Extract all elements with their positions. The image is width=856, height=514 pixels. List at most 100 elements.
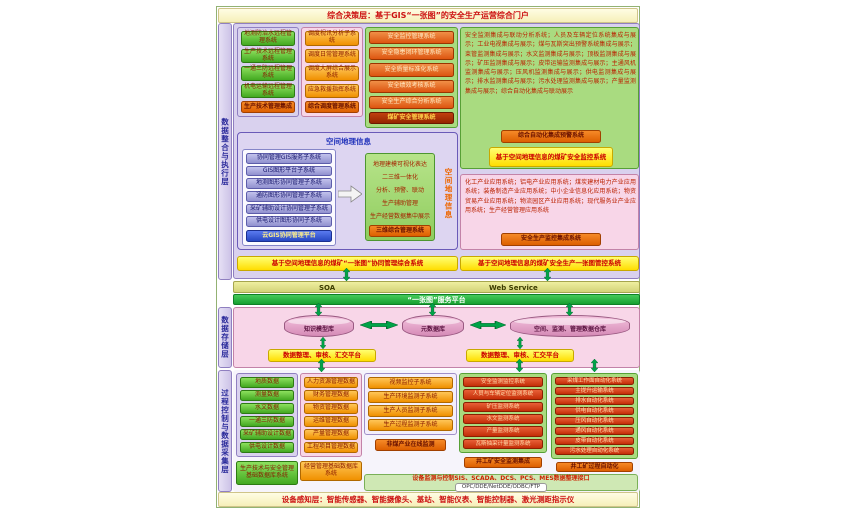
system-box: 人员与车辆定位监测系统 — [463, 389, 543, 400]
integration-layer-section: 地测防治水远程管理系统生产技术远程管理系统一通三防远程管理系统机电运输远程管理系… — [233, 23, 640, 279]
system-box: 供电自动化系统 — [555, 406, 634, 416]
process-layer-section: 地质数据测量数据水文数据一通三防数据采矿辅助设计数据供电设计数据 生产技术与安全… — [233, 370, 640, 492]
flow-arrow-vertical — [320, 337, 326, 349]
dispatch-panel: 调度视讯分析子系统调度日常管理系统调度大屏综合展示系统应急救援指挥系统 综合调度… — [301, 27, 363, 117]
mine-monitoring-list: 安全监测监控系统人员与车辆定位监测系统矿压监测系统水文监测系统产量监测系统瓦斯抽… — [463, 377, 543, 449]
flow-arrow-vertical — [566, 303, 573, 316]
system-box: 瓦斯抽采计量监测系统 — [463, 438, 543, 449]
one-map-service-platform: “一张图”服务平台 — [233, 294, 640, 305]
layer-label-storage: 数据存储层 — [218, 307, 232, 368]
gis-capability-line: 生产经营数据集中展示 — [369, 213, 430, 221]
interface-line1: 设备监测与控制SIS、SCADA、DCS、PCS、MES数据整理接口 — [412, 475, 590, 482]
system-box: 调度日常管理系统 — [305, 48, 359, 63]
system-box: 通防图形协同管理子系统 — [246, 191, 332, 202]
gis-right-list: 地理建模可视化表达二三维一体化分析、预警、联动生产辅助管理生产经营数据集中展示 — [369, 157, 431, 222]
safety-list: 安全监控管理系统安全隐患闭环管理系统安全质量标准化系统安全绩效考核系统安全生产综… — [369, 31, 454, 110]
gis-3d-footer: 三维综合管理系统 — [369, 225, 431, 237]
system-box: 一通三防远程管理系统 — [241, 66, 295, 81]
flow-arrow-horizontal — [360, 321, 398, 329]
data-box: 产量管理数据 — [304, 429, 358, 440]
flow-arrow-vertical — [315, 303, 322, 316]
monitoring-text: 安全监测集成与联动分析系统；人员及车辆定位系统集成与展示；工业电视集成与展示；煤… — [465, 32, 636, 95]
industry-panel: 化工产业应用系统；铝电产业应用系统；煤炭建材电力产业应用系统；装备制造产业应用系… — [460, 174, 639, 250]
system-box: 调度视讯分析子系统 — [305, 31, 359, 46]
system-box: 产量监测系统 — [463, 426, 543, 437]
flow-arrow-vertical — [516, 359, 523, 372]
gis-cloud-platform: 云GIS协同管理平台 — [246, 230, 332, 242]
system-box: 水文监测系统 — [463, 413, 543, 425]
system-box: 安全监测监控系统 — [463, 377, 543, 388]
system-box: 协同管理GIS服务子系统 — [246, 153, 332, 164]
system-box: 安全质量标准化系统 — [369, 63, 454, 77]
system-box: 安全绩效考核系统 — [369, 79, 454, 93]
video-monitoring-panel: 视频监控子系统生产环境监测子系统生产人员监测子系统生产过程监测子系统 — [364, 373, 457, 435]
dispatch-footer: 综合调度管理系统 — [305, 101, 359, 113]
soa-service-bus: SOA Web Service — [233, 281, 640, 293]
base-data-footer: 生产技术与安全管理基础数据库系统 — [236, 461, 298, 485]
system-box: 采煤工作面自动化系统 — [555, 377, 634, 386]
db-label: 空间、监测、管理数据仓库 — [533, 326, 606, 333]
base-data-panel: 地质数据测量数据水文数据一通三防数据采矿辅助设计数据供电设计数据 — [236, 373, 298, 457]
automation-footer: 井工矿过程自动化 — [556, 462, 633, 472]
knowledge-model-db: 知识模型库 — [284, 315, 354, 337]
system-box: 视频监控子系统 — [368, 377, 453, 389]
system-box: 矿压监测系统 — [463, 401, 543, 412]
spatial-monitoring-db: 空间、监测、管理数据仓库 — [510, 315, 630, 337]
system-box: 皮带自动化系统 — [555, 436, 634, 446]
industry-footer: 安全生产监控集成系统 — [501, 233, 601, 246]
base-data-list: 地质数据测量数据水文数据一通三防数据采矿辅助设计数据供电设计数据 — [240, 377, 294, 453]
system-box: 通风自动化系统 — [555, 426, 634, 436]
data-box: 一通三防数据 — [240, 416, 294, 427]
safety-panel: 安全监控管理系统安全隐患闭环管理系统安全质量标准化系统安全绩效考核系统安全生产综… — [365, 27, 458, 128]
monitoring-panel: 安全监测集成与联动分析系统；人员及车辆定位系统集成与展示；工业电视集成与展示；煤… — [460, 27, 639, 169]
gis-right-panel: 地理建模可视化表达二三维一体化分析、预警、联动生产辅助管理生产经营数据集中展示 … — [365, 153, 435, 241]
data-box: 水文数据 — [240, 403, 294, 414]
system-box: 调度大屏综合展示系统 — [305, 66, 359, 81]
system-box: 生产环境监测子系统 — [368, 391, 453, 403]
system-box: 生产过程监测子系统 — [368, 419, 453, 431]
mine-monitoring-panel: 安全监测监控系统人员与车辆定位监测系统矿压监测系统水文监测系统产量监测系统瓦斯抽… — [459, 373, 547, 453]
system-box: 主提升运输系统 — [555, 386, 634, 396]
layer-label-integration: 数据整合与执行层 — [218, 23, 232, 280]
system-box: 机电运输远程管理系统 — [241, 83, 295, 98]
data-box: 供电设计数据 — [240, 442, 294, 453]
flow-arrow-vertical — [591, 359, 598, 372]
production-tech-footer: 生产技术管理集成 — [241, 101, 295, 113]
perception-layer-banner: 设备感知层：智能传感器、智能摄像头、基站、智能仪表、智能控制器、激光测距指示仪 — [218, 492, 638, 507]
safety-footer: 煤矿安全管理系统 — [369, 112, 454, 124]
system-box: 排水自动化系统 — [555, 396, 634, 406]
video-footer: 非煤产业在线监测 — [375, 439, 446, 451]
gis-capability-line: 生产辅助管理 — [381, 200, 418, 208]
storage-layer-section: 知识模型库 元数据库 空间、监测、管理数据仓库 数据整理、审核、汇交平台 数据整… — [233, 307, 640, 368]
flow-arrow-vertical — [429, 303, 436, 316]
architecture-diagram: 综合决策层：基于GIS“一张图”的安全生产运营综合门户 数据整合与执行层 数据存… — [216, 6, 640, 508]
data-box: 地质数据 — [240, 377, 294, 388]
flow-arrow-vertical — [318, 359, 325, 372]
production-tech-panel: 地测防治水远程管理系统生产技术远程管理系统一通三防远程管理系统机电运输远程管理系… — [237, 27, 299, 117]
automation-panel: 采煤工作面自动化系统主提升运输系统排水自动化系统供电自动化系统压风自动化系统通风… — [551, 373, 638, 459]
monitoring-banner: 基于空间地理信息的煤矿安全监控系统 — [489, 147, 613, 167]
system-box: 采矿辅助设计协同管理子系统 — [246, 203, 332, 215]
system-box: 应急救援指挥系统 — [305, 83, 359, 98]
system-box: 地测图形协同管理子系统 — [246, 178, 332, 190]
data-box: 人力资源管理数据 — [304, 377, 358, 388]
data-box: 财务管理数据 — [304, 390, 358, 401]
data-box: 物资管理数据 — [304, 403, 358, 414]
system-box: 生产技术远程管理系统 — [241, 48, 295, 63]
soa-label: SOA — [319, 284, 336, 292]
mgmt-data-panel: 人力资源管理数据财务管理数据物资管理数据运维管理数据产量管理数据工程项目管理数据 — [300, 373, 362, 457]
system-box: GIS图形平台子系统 — [246, 165, 332, 177]
decision-layer-banner: 综合决策层：基于GIS“一张图”的安全生产运营综合门户 — [218, 8, 638, 23]
gis-capability-line: 分析、预警、联动 — [375, 187, 424, 194]
dispatch-list: 调度视讯分析子系统调度日常管理系统调度大屏综合展示系统应急救援指挥系统 — [305, 31, 359, 98]
gis-capability-line: 地理建模可视化表达 — [372, 160, 427, 168]
flow-arrow-vertical — [343, 268, 350, 281]
system-box: 安全监控管理系统 — [369, 31, 454, 45]
gis-title: 空间地理信息 — [326, 137, 371, 146]
data-box: 工程项目管理数据 — [304, 442, 358, 453]
flow-arrow-horizontal — [470, 321, 506, 329]
db-label: 元数据库 — [420, 326, 445, 333]
flow-arrow-vertical — [517, 337, 523, 349]
